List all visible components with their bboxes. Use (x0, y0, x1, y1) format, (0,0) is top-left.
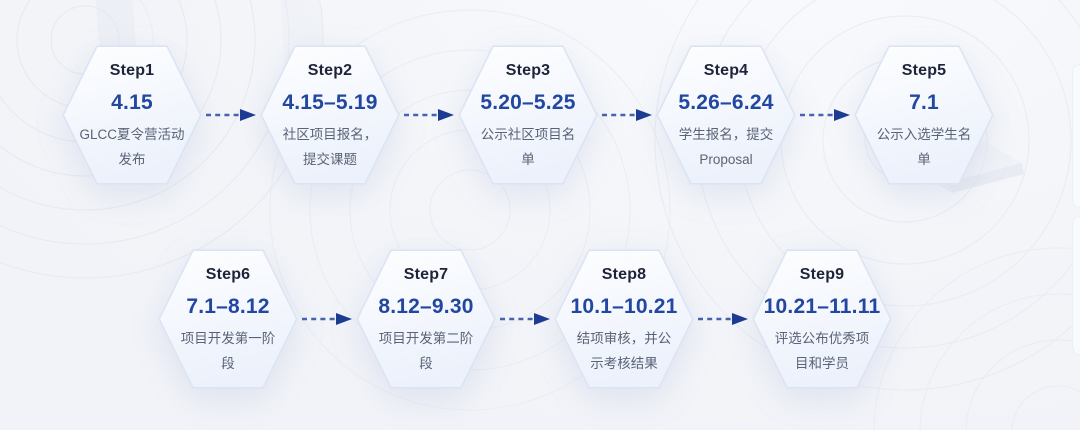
step-title: Step4 (703, 62, 749, 79)
step-desc: GLCC夏令营活动发布 (79, 127, 185, 167)
step-desc: 结项审核，并公示考核结果 (576, 331, 672, 371)
step-card-9: Step9 10.21–11.11 评选公布优秀项目和学员 (752, 249, 892, 389)
step-card-6: Step6 7.1–8.12 项目开发第一阶段 (158, 249, 298, 389)
hexagon-shape (356, 249, 496, 389)
step-date: 10.21–11.11 (763, 295, 881, 318)
step-title: Step7 (403, 266, 449, 283)
hexagon-shape (260, 45, 400, 185)
step-card-3: Step3 5.20–5.25 公示社区项目名单 (458, 45, 598, 185)
step-desc: 公示入选学生名单 (876, 127, 972, 167)
step-desc: 学生报名，提交Proposal (678, 127, 774, 167)
step-card-8: Step8 10.1–10.21 结项审核，并公示考核结果 (554, 249, 694, 389)
step-title: Step8 (601, 266, 647, 283)
step-date: 4.15 (111, 91, 153, 114)
step-card-5: Step5 7.1 公示入选学生名单 (854, 45, 994, 185)
step-title: Step2 (307, 62, 353, 79)
hexagon-shape (656, 45, 796, 185)
step-date: 7.1–8.12 (186, 295, 270, 318)
hexagon-shape (752, 249, 892, 389)
dashed-arrow-right-icon (302, 313, 352, 325)
step-card-7: Step7 8.12–9.30 项目开发第二阶段 (356, 249, 496, 389)
step-desc: 社区项目报名，提交课题 (282, 127, 378, 167)
step-desc: 评选公布优秀项目和学员 (774, 331, 870, 371)
step-date: 7.1 (909, 91, 939, 114)
step-date: 4.15–5.19 (282, 91, 378, 114)
step-card-1: Step1 4.15 GLCC夏令营活动发布 (62, 45, 202, 185)
step-date: 10.1–10.21 (570, 295, 678, 318)
hexagon-shape (458, 45, 598, 185)
dashed-arrow-right-icon (698, 313, 748, 325)
dashed-arrow-right-icon (602, 109, 652, 121)
step-card-4: Step4 5.26–6.24 学生报名，提交Proposal (656, 45, 796, 185)
step-card-2: Step2 4.15–5.19 社区项目报名，提交课题 (260, 45, 400, 185)
step-title: Step1 (109, 62, 155, 79)
step-desc: 公示社区项目名单 (480, 127, 576, 167)
right-edge-card-bottom (1072, 216, 1080, 355)
right-edge-card-top (1072, 64, 1080, 208)
hexagon-shape (854, 45, 994, 185)
dashed-arrow-right-icon (800, 109, 850, 121)
dashed-arrow-right-icon (206, 109, 256, 121)
step-title: Step9 (799, 266, 845, 283)
rings-bottom-right (873, 247, 1080, 430)
step-title: Step3 (505, 62, 551, 79)
step-title: Step5 (901, 62, 947, 79)
step-desc: 项目开发第二阶段 (378, 331, 474, 371)
dashed-arrow-right-icon (500, 313, 550, 325)
hexagon-shape (554, 249, 694, 389)
dashed-arrow-right-icon (404, 109, 454, 121)
step-title: Step6 (205, 266, 251, 283)
hexagon-shape (62, 45, 202, 185)
step-desc: 项目开发第一阶段 (180, 331, 276, 371)
step-date: 5.26–6.24 (678, 91, 774, 114)
step-date: 8.12–9.30 (378, 295, 474, 318)
step-date: 5.20–5.25 (480, 91, 576, 114)
hexagon-shape (158, 249, 298, 389)
